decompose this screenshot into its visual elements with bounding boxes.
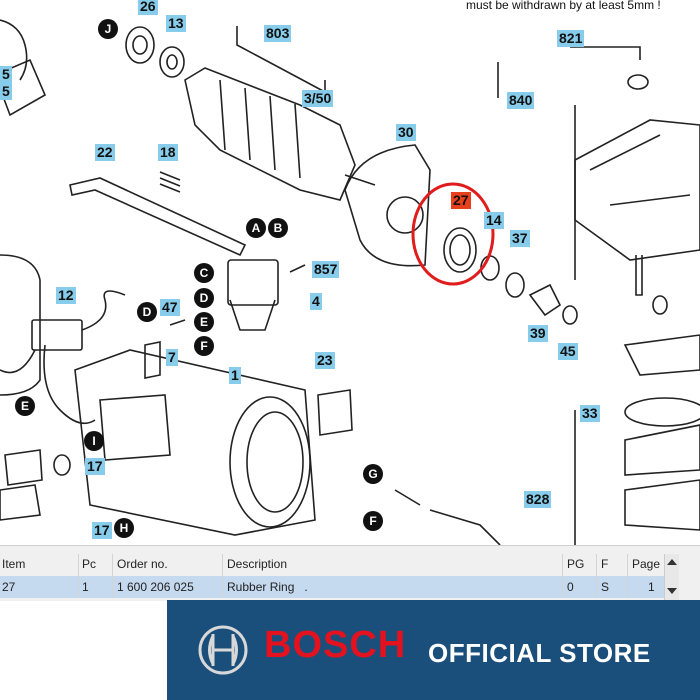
brand-name: BOSCH — [264, 624, 407, 666]
part-label-37[interactable]: 37 — [510, 230, 530, 247]
part-label-45[interactable]: 45 — [558, 343, 578, 360]
cell-pg: 0 — [567, 580, 574, 594]
column-header-page[interactable]: Page — [632, 557, 661, 571]
column-header-pg[interactable]: PG — [567, 557, 585, 571]
part-label-12[interactable]: 12 — [56, 287, 76, 304]
part-label-803[interactable]: 803 — [264, 25, 292, 42]
part-label-47[interactable]: 47 — [160, 299, 180, 316]
connector-marker-c: C — [194, 263, 214, 283]
part-label-1[interactable]: 1 — [229, 367, 241, 384]
table-scrollbar[interactable] — [664, 554, 679, 600]
column-header-description[interactable]: Description — [227, 557, 288, 571]
part-label-30[interactable]: 30 — [396, 124, 416, 141]
connector-marker-i: I — [84, 431, 104, 451]
part-label-39[interactable]: 39 — [528, 325, 548, 342]
cell-description: Rubber Ring . — [227, 580, 308, 594]
store-tagline: OFFICIAL STORE — [428, 638, 651, 668]
exploded-parts-diagram: must be withdrawn by at least 5mm ! 26 1… — [0, 0, 700, 545]
column-header-pc[interactable]: Pc — [82, 557, 97, 571]
part-label-4[interactable]: 4 — [310, 293, 322, 310]
part-label-25b[interactable]: 5 — [0, 83, 12, 100]
connector-marker-e: E — [194, 312, 214, 332]
table-row-selected[interactable] — [0, 576, 664, 598]
part-label-821[interactable]: 821 — [557, 30, 585, 47]
part-label-22[interactable]: 22 — [95, 144, 115, 161]
part-label-14[interactable]: 14 — [484, 212, 504, 229]
cell-f: S — [601, 580, 610, 594]
connector-marker-f: F — [194, 336, 214, 356]
part-label-13[interactable]: 13 — [166, 15, 186, 32]
cell-pc: 1 — [82, 580, 89, 594]
part-label-33[interactable]: 33 — [580, 405, 600, 422]
connector-marker-g: G — [363, 464, 383, 484]
connector-marker-j: J — [98, 19, 118, 39]
connector-marker-a: A — [246, 218, 266, 238]
scroll-down-icon[interactable] — [667, 588, 677, 594]
store-banner — [167, 600, 700, 700]
column-header-order-no[interactable]: Order no. — [117, 557, 168, 571]
part-label-23[interactable]: 23 — [315, 352, 335, 369]
part-label-857[interactable]: 857 — [312, 261, 340, 278]
cell-order-no: 1 600 206 025 — [117, 580, 194, 594]
connector-marker-b: B — [268, 218, 288, 238]
connector-marker-f-lower: F — [363, 511, 383, 531]
part-label-17-lower[interactable]: 17 — [92, 522, 112, 539]
column-header-f[interactable]: F — [601, 557, 609, 571]
part-label-27-highlighted[interactable]: 27 — [451, 192, 471, 209]
cell-page: 1 — [648, 580, 655, 594]
cell-item: 27 — [2, 580, 16, 594]
part-label-828[interactable]: 828 — [524, 491, 552, 508]
instruction-note: must be withdrawn by at least 5mm ! — [466, 0, 661, 12]
part-label-7[interactable]: 7 — [166, 349, 178, 366]
connector-marker-d-lower: D — [137, 302, 157, 322]
parts-list-table: Item Pc Order no. Description PG F Page … — [0, 545, 700, 601]
bosch-armature-logo-icon — [198, 625, 248, 675]
part-label-17[interactable]: 17 — [85, 458, 105, 475]
scroll-up-icon[interactable] — [667, 559, 677, 565]
part-label-18[interactable]: 18 — [158, 144, 178, 161]
column-header-item[interactable]: Item — [2, 557, 26, 571]
part-label-25a[interactable]: 5 — [0, 66, 12, 83]
connector-marker-h: H — [114, 518, 134, 538]
diagram-drawing — [0, 19, 700, 545]
connector-marker-d: D — [194, 288, 214, 308]
part-label-840[interactable]: 840 — [507, 92, 535, 109]
connector-marker-e-left: E — [15, 396, 35, 416]
part-label-3-50[interactable]: 3/50 — [302, 90, 334, 107]
part-label-26[interactable]: 26 — [138, 0, 158, 15]
